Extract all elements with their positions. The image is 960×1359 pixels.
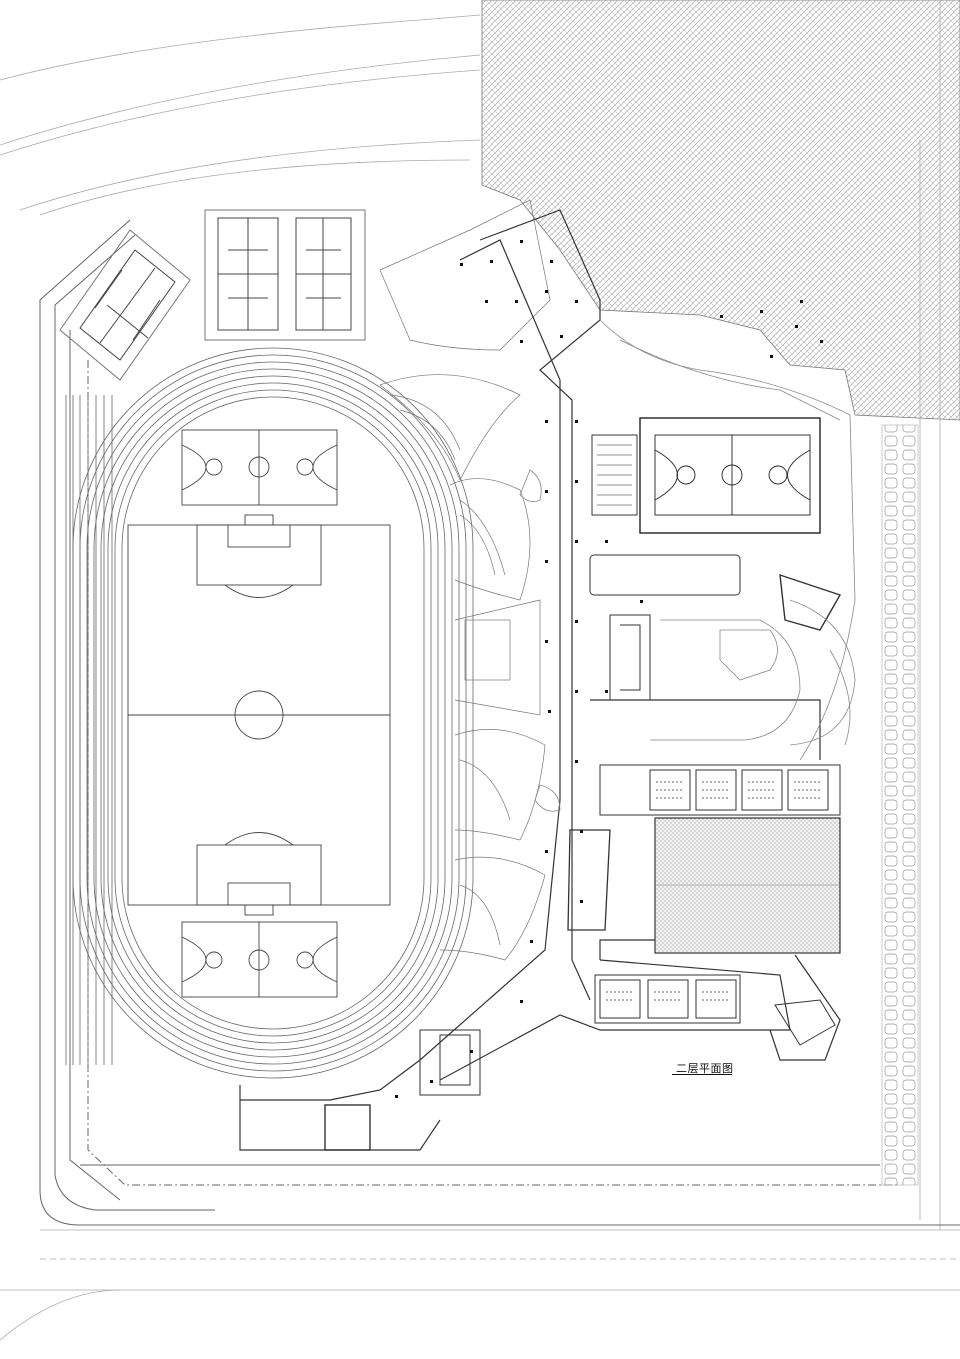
grandstand-vaults [379,199,551,961]
drawing-title: 二层平面图 [676,1062,734,1075]
dining-and-kitchen [324,554,842,1151]
hatched-area-northeast [481,0,960,421]
tennis-courts [59,209,366,381]
hatched-hall [654,817,841,954]
site-boundary [39,219,960,1226]
indoor-basketball-hall [591,417,821,534]
title-underline [672,1074,732,1075]
basketball-court-north [181,429,338,506]
basketball-court-south [181,921,338,998]
football-pitch [127,514,391,916]
running-track [65,347,474,1079]
landscape-paths [519,319,856,812]
column-markers [395,240,823,1098]
classrooms-south-row [594,974,836,1046]
parking-column [881,424,919,1186]
main-building-corridor [239,209,841,1151]
classrooms-north-row [599,764,841,816]
